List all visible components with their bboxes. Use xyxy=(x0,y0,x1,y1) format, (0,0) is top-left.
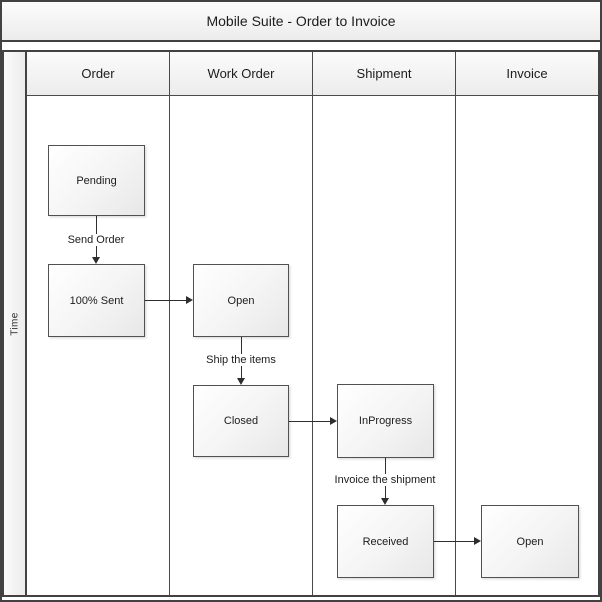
arrowhead-down-icon xyxy=(381,498,389,505)
flow-node-work-order-closed: Closed xyxy=(193,385,289,457)
lane-header-label: Order xyxy=(81,66,115,81)
time-axis-label: Time xyxy=(9,311,20,336)
flow-node-100-percent-sent: 100% Sent xyxy=(48,264,145,337)
diagram-title: Mobile Suite - Order to Invoice xyxy=(206,13,396,29)
arrowhead-right-icon xyxy=(474,537,481,545)
arrowhead-right-icon xyxy=(186,296,193,304)
flow-node-shipment-inprogress: InProgress xyxy=(337,384,434,458)
flow-node-label: Open xyxy=(516,535,544,548)
diagram-title-band: Mobile Suite - Order to Invoice xyxy=(2,2,600,42)
time-axis: Time xyxy=(4,52,27,595)
lane-header-label: Shipment xyxy=(356,66,412,81)
flow-node-work-order-open: Open xyxy=(193,264,289,337)
flow-node-invoice-open: Open xyxy=(481,505,579,578)
lane-header-shipment: Shipment xyxy=(313,52,455,96)
connector-sent-to-wo-open xyxy=(145,300,186,301)
edge-label-invoice-the-shipment: Invoice the shipment xyxy=(331,474,439,486)
connector-closed-to-inprogress xyxy=(289,421,330,422)
flow-node-label: Open xyxy=(227,294,255,307)
flow-node-label: Closed xyxy=(223,415,259,427)
lane-header-invoice: Invoice xyxy=(456,52,598,96)
lane-header-label: Invoice xyxy=(506,66,548,81)
edge-label-send-order: Send Order xyxy=(64,234,128,246)
flow-node-label: Pending xyxy=(76,174,117,187)
lane-header-work-order: Work Order xyxy=(170,52,312,96)
flow-node-label: InProgress xyxy=(358,415,413,427)
flow-node-label: 100% Sent xyxy=(69,294,124,307)
lane-header-order: Order xyxy=(27,52,169,96)
edge-label-ship-the-items: Ship the items xyxy=(203,354,279,366)
arrowhead-down-icon xyxy=(237,378,245,385)
flow-node-label: Received xyxy=(362,535,409,548)
connector-received-to-invoice-open xyxy=(434,541,474,542)
flow-node-pending: Pending xyxy=(48,145,145,216)
lane-header-label: Work Order xyxy=(207,66,275,81)
flow-node-shipment-received: Received xyxy=(337,505,434,578)
arrowhead-right-icon xyxy=(330,417,337,425)
arrowhead-down-icon xyxy=(92,257,100,264)
